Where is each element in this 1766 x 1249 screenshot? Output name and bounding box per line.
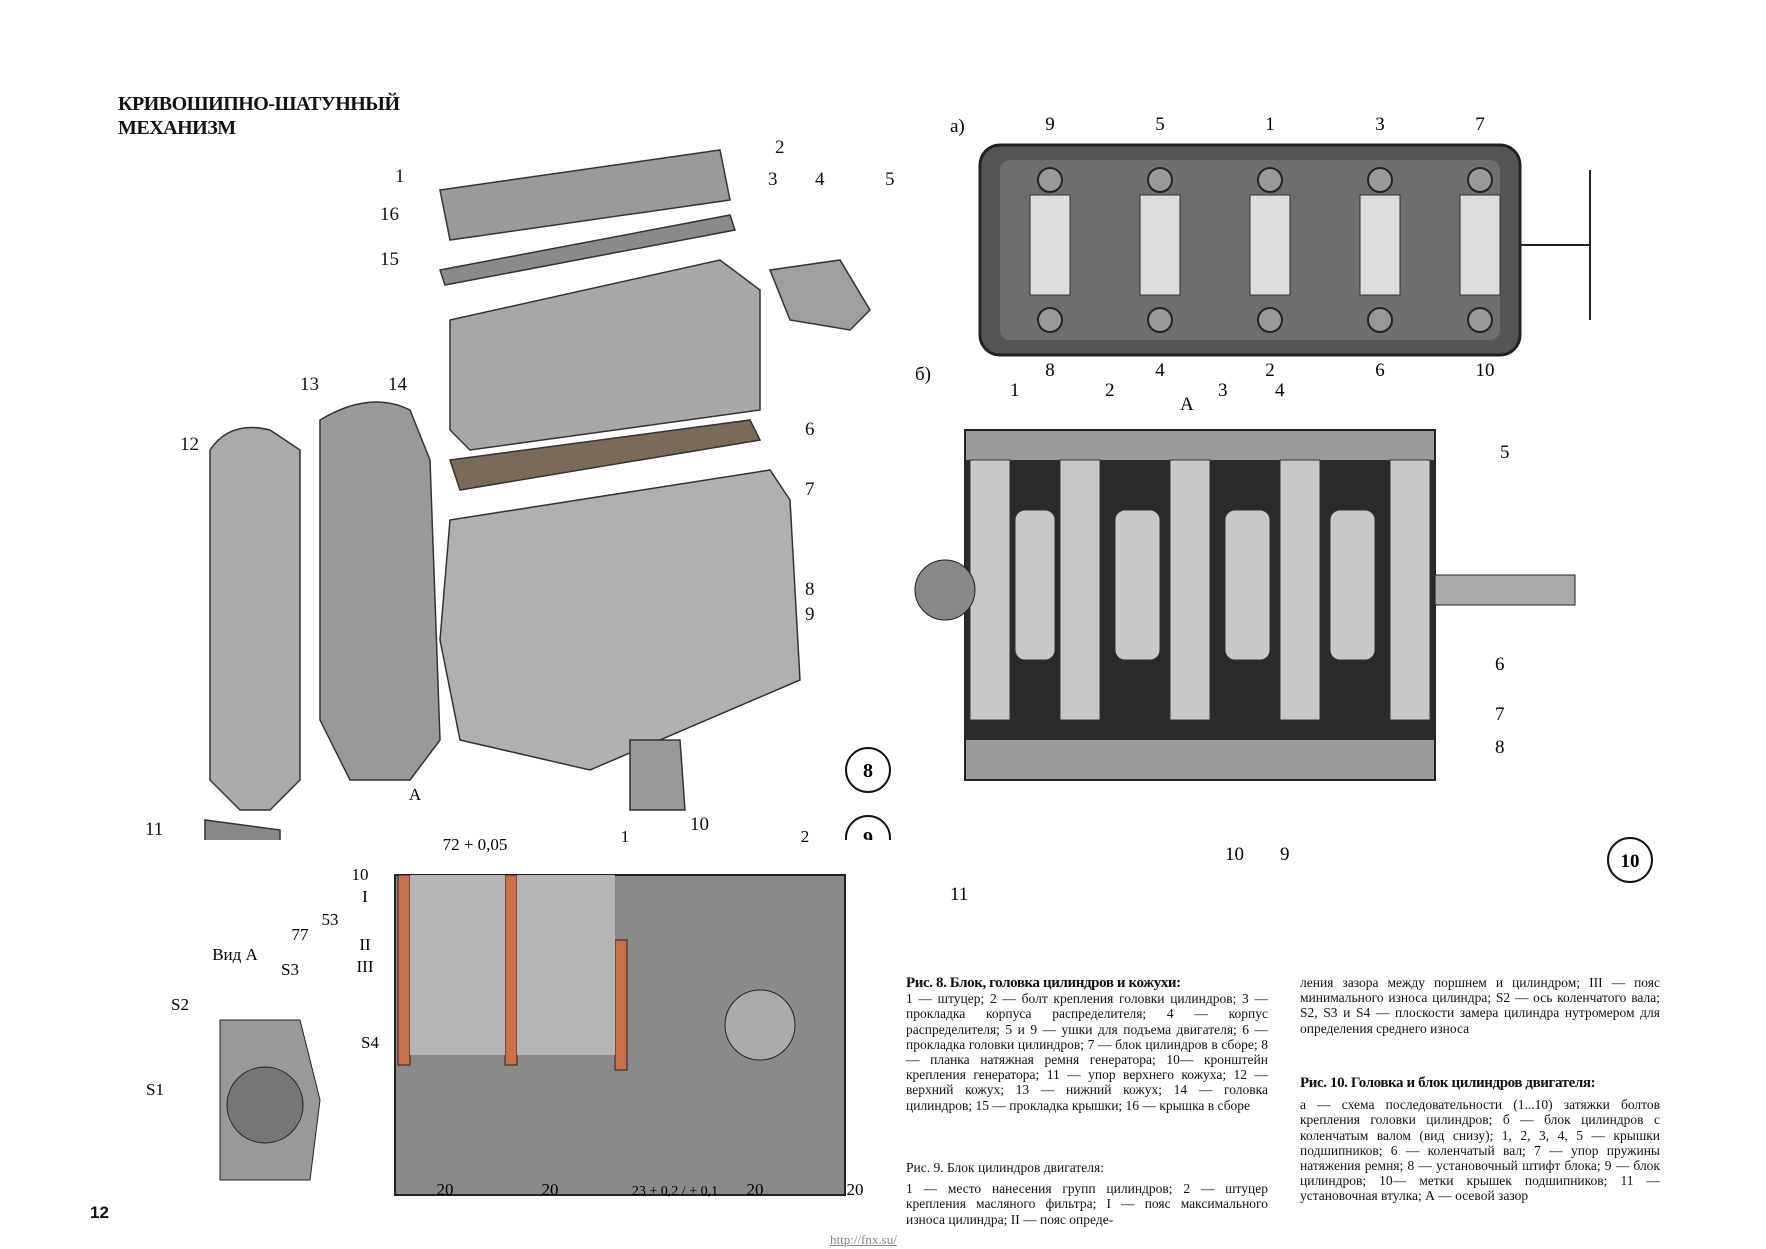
figure-10-caption: Рис. 10. Головка и блок цилиндров двигат…	[1300, 1075, 1660, 1204]
callout-11: 11	[145, 819, 163, 840]
callout-12: 12	[180, 434, 199, 455]
bottom-order-10: 10	[1476, 360, 1495, 381]
view-a-label: Вид А	[212, 945, 258, 964]
callout-13: 13	[300, 374, 319, 395]
callout-9: 9	[805, 604, 815, 625]
callout-14: 14	[388, 374, 408, 395]
figure-8-caption: Рис. 8. Блок, головка цилиндров и кожухи…	[906, 975, 1268, 1113]
dim-10: 10	[352, 865, 369, 884]
dim-bottom-5: 20	[847, 1180, 864, 1199]
figure-9-cylinder-block-section: 72 + 0,05 А 10 53 77 I II III Вид А S3 S…	[146, 785, 864, 1199]
callout-10: 10	[690, 814, 709, 835]
callout-b-1: 1	[1010, 380, 1020, 401]
figure-10-caption-title: Рис. 10. Головка и блок цилиндров двигат…	[1300, 1075, 1596, 1091]
dim-bottom-4: 20	[747, 1180, 764, 1199]
figure-9-caption-title: Рис. 9. Блок цилиндров двигателя:	[906, 1160, 1104, 1175]
figure-10b-label: б)	[915, 364, 931, 385]
figure-10-badge: 10	[1621, 851, 1640, 872]
callout-b-9: 9	[1280, 844, 1290, 865]
callout-6: 6	[805, 419, 815, 440]
top-order-1: 1	[1265, 114, 1275, 135]
plane-s3: S3	[281, 960, 299, 979]
axial-gap-label: А	[1180, 394, 1194, 415]
figure-10a-bolt-tightening-order: а) 9 5 1 3 7 8 4 2 6 10	[950, 114, 1591, 381]
page-heading: КРИВОШИПНО-ШАТУННЫЙ МЕХАНИЗМ	[118, 92, 400, 140]
zone-III: III	[357, 957, 374, 976]
callout-2: 2	[775, 137, 785, 158]
figure-9-caption: Рис. 9. Блок цилиндров двигателя: 1 — ме…	[906, 1160, 1268, 1227]
figure-9-caption-continued-text: ления зазора между поршнем и цилиндром; …	[1300, 975, 1660, 1036]
zone-II: II	[359, 935, 371, 954]
callout-b-10: 10	[1225, 844, 1244, 865]
callout-b-7: 7	[1495, 704, 1505, 725]
callout-b-11: 11	[950, 884, 968, 905]
footer-url-link[interactable]: http://fnx.su/	[830, 1232, 897, 1247]
dim-bottom-1: 20	[437, 1180, 454, 1199]
dim-bore: 72 + 0,05	[443, 835, 508, 854]
dim-53: 53	[322, 910, 339, 929]
figure-9-badge: 9	[863, 828, 873, 840]
top-order-7: 7	[1475, 114, 1485, 135]
bottom-order-6: 6	[1375, 360, 1385, 381]
callout-b-8: 8	[1495, 737, 1505, 758]
page-number: 12	[90, 1203, 109, 1222]
top-order-3: 3	[1375, 114, 1385, 135]
callout-b-5: 5	[1500, 442, 1510, 463]
callout-9-2: 2	[801, 827, 810, 846]
heading-line-1: КРИВОШИПНО-ШАТУННЫЙ	[118, 93, 400, 115]
bottom-order-8: 8	[1045, 360, 1055, 381]
zone-I: I	[362, 887, 368, 906]
callout-9-1: 1	[621, 827, 630, 846]
figure-10a-label: а)	[950, 116, 965, 137]
dim-bottom-3: 23 + 0,2 / + 0,1	[632, 1184, 718, 1199]
plane-s2: S2	[171, 995, 189, 1014]
callout-3: 3	[768, 169, 778, 190]
figure-8-caption-title: Рис. 8. Блок, головка цилиндров и кожухи…	[906, 975, 1181, 991]
figure-8-caption-body: 1 — штуцер; 2 — болт крепления головки ц…	[906, 991, 1268, 1113]
arrow-a-label: А	[409, 785, 422, 804]
figure-9-caption-body: 1 — место нанесения групп цилиндров; 2 —…	[906, 1181, 1268, 1227]
plane-s1: S1	[146, 1080, 164, 1099]
plane-s4: S4	[361, 1033, 379, 1052]
top-order-9: 9	[1045, 114, 1055, 135]
callout-1: 1	[395, 166, 405, 187]
figure-10-caption-body: а — схема последовательности (1...10) за…	[1300, 1097, 1660, 1204]
callout-b-4: 4	[1275, 380, 1285, 401]
top-order-5: 5	[1155, 114, 1165, 135]
bottom-order-2: 2	[1265, 360, 1275, 381]
callout-15: 15	[380, 249, 399, 270]
dim-77: 77	[292, 925, 310, 944]
callout-b-3: 3	[1218, 380, 1228, 401]
callout-b-6: 6	[1495, 654, 1505, 675]
figure-10b-crankshaft-bottom-view: б) 1 2 3 4 5 6 7 8 9 10 11 А 10	[914, 364, 1653, 905]
figure-9-caption-continued: ления зазора между поршнем и цилиндром; …	[1300, 975, 1660, 1036]
callout-5: 5	[885, 169, 895, 190]
callout-4: 4	[815, 169, 825, 190]
figure-8-badge: 8	[863, 760, 873, 782]
callout-b-2: 2	[1105, 380, 1115, 401]
callout-7: 7	[805, 479, 815, 500]
figure-8-exploded-engine-block: 1 2 3 4 5 6 7 8 9 10 11 12 13 14 15 16 8…	[145, 137, 895, 840]
callout-16: 16	[380, 204, 399, 225]
callout-8: 8	[805, 579, 815, 600]
heading-line-2: МЕХАНИЗМ	[118, 117, 236, 139]
bottom-order-4: 4	[1155, 360, 1165, 381]
dim-bottom-2: 20	[542, 1180, 559, 1199]
